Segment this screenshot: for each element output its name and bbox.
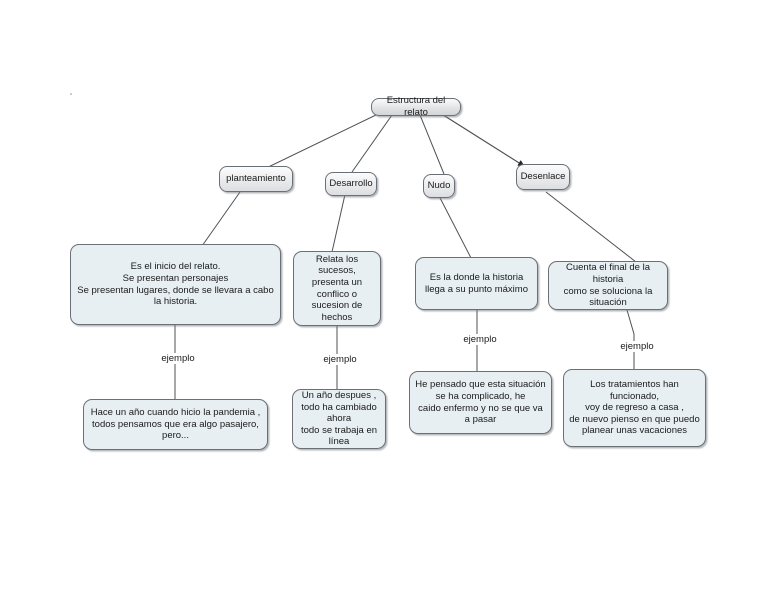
link-label-nudo-ejemplo: ejemplo (454, 334, 506, 345)
link-label-desarrollo-ejemplo-text: ejemplo (323, 354, 357, 365)
node-planteamiento-example-text: Hace un año cuando hicio la pandemia , t… (90, 407, 261, 442)
link-label-desenlace-ejemplo: ejemplo (611, 341, 663, 352)
node-planteamiento-label: planteamiento (226, 173, 286, 185)
node-desenlace-example[interactable]: Los tratamientos han funcionado, voy de … (563, 369, 706, 447)
node-desenlace-example-text: Los tratamientos han funcionado, voy de … (569, 379, 700, 437)
node-planteamiento-description-text: Es el inicio del relato. Se presentan pe… (77, 261, 274, 308)
stray-dot (70, 93, 72, 95)
node-desarrollo-example[interactable]: Un año despues , todo ha cambiado ahora … (292, 389, 386, 449)
link-label-nudo-ejemplo-text: ejemplo (463, 334, 497, 345)
link-label-planteamiento-ejemplo-text: ejemplo (161, 353, 195, 364)
edge-desarrollo-description (331, 189, 347, 253)
node-desenlace-description[interactable]: Cuenta el final de la historia como se s… (548, 261, 668, 310)
edge-root-desenlace (439, 112, 525, 167)
node-desarrollo-description[interactable]: Relata los sucesos, presenta un conflico… (293, 251, 381, 326)
node-nudo-example-text: He pensado que esta situación se ha comp… (415, 379, 546, 426)
node-nudo-label: Nudo (427, 180, 451, 192)
edge-root-planteamiento (257, 113, 379, 173)
node-desenlace-label: Desenlace (520, 171, 566, 183)
node-nudo-description[interactable]: Es la donde la historia llega a su punto… (415, 257, 538, 310)
link-label-desarrollo-ejemplo: ejemplo (314, 354, 366, 365)
node-planteamiento-example[interactable]: Hace un año cuando hicio la pandemia , t… (83, 399, 268, 450)
edge-planteamiento-description (201, 191, 241, 247)
node-planteamiento[interactable]: planteamiento (219, 166, 293, 192)
edge-root-nudo (419, 114, 445, 175)
node-planteamiento-description[interactable]: Es el inicio del relato. Se presentan pe… (70, 244, 281, 325)
edge-root-desarrollo (351, 114, 393, 173)
node-nudo-description-text: Es la donde la historia llega a su punto… (425, 271, 528, 295)
edge-desenlace-description (545, 191, 637, 263)
node-desarrollo[interactable]: Desarrollo (325, 172, 377, 196)
node-desenlace-description-text: Cuenta el final de la historia como se s… (563, 262, 653, 309)
link-label-desenlace-ejemplo-text: ejemplo (620, 341, 654, 352)
edge-desenlace-example (626, 309, 635, 370)
edge-nudo-description (436, 191, 472, 259)
node-desarrollo-example-text: Un año despues , todo ha cambiado ahora … (300, 390, 378, 448)
node-root-label: Estructura del relato (386, 95, 446, 118)
link-label-planteamiento-ejemplo: ejemplo (152, 353, 204, 364)
node-root[interactable]: Estructura del relato (371, 95, 461, 118)
node-desarrollo-label: Desarrollo (329, 178, 373, 190)
node-desenlace[interactable]: Desenlace (516, 164, 570, 190)
node-nudo-example[interactable]: He pensado que esta situación se ha comp… (409, 371, 552, 434)
node-desarrollo-description-text: Relata los sucesos, presenta un conflico… (311, 253, 363, 323)
node-nudo[interactable]: Nudo (423, 174, 455, 198)
